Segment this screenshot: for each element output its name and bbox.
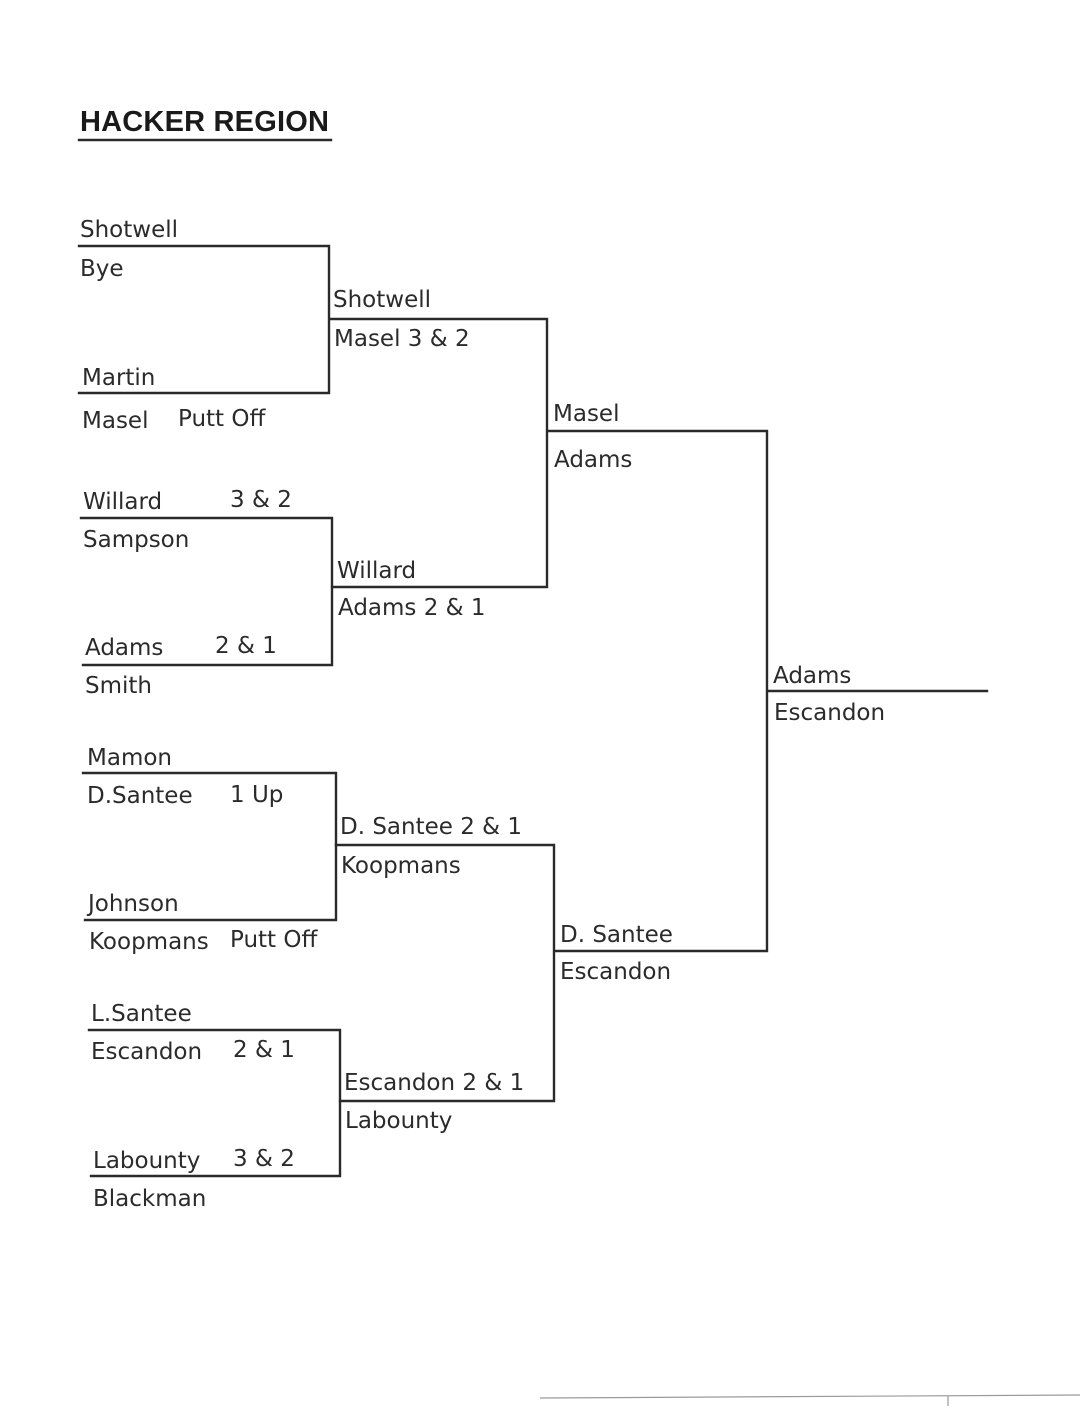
r1-m8-bottom: Blackman xyxy=(93,1186,207,1212)
r1-bracket-2 xyxy=(79,516,334,667)
r1-m3-bottom: Sampson xyxy=(83,527,190,553)
r1-m6-bottom: Koopmans xyxy=(89,929,209,955)
r1-m7-bottom-result: 2 & 1 xyxy=(233,1037,295,1063)
r1-m4-top-result: 2 & 1 xyxy=(215,633,277,659)
r2-bracket-2 xyxy=(334,843,556,1103)
r1-bracket-4 xyxy=(87,1028,342,1178)
r1-m1-top: Shotwell xyxy=(80,217,179,243)
scan-edge-line xyxy=(539,1394,1081,1399)
r2-m3-top: D. Santee 2 & 1 xyxy=(340,814,523,840)
r1-m8-top-result: 3 & 2 xyxy=(233,1146,295,1172)
r2-m3-bottom: Koopmans xyxy=(341,853,461,879)
r2-m1-bottom: Masel 3 & 2 xyxy=(334,326,470,352)
r3-m2-top: D. Santee xyxy=(560,922,673,948)
r1-m5-top: Mamon xyxy=(87,745,172,771)
r1-m8-top: Labounty xyxy=(93,1148,201,1174)
final-bottom: Escandon xyxy=(774,700,886,726)
page-title: HACKER REGION xyxy=(80,106,330,138)
r1-m2-bottom-result: Putt Off xyxy=(178,406,266,432)
r1-m6-top: Johnson xyxy=(88,891,179,917)
r2-m4-top: Escandon 2 & 1 xyxy=(344,1070,525,1096)
r2-bracket-1 xyxy=(328,317,549,589)
r1-m4-bottom: Smith xyxy=(85,673,152,699)
r3-m1-top: Masel xyxy=(553,401,620,427)
r1-bracket-3 xyxy=(81,771,338,922)
r3-bracket xyxy=(546,429,769,953)
final-top: Adams xyxy=(773,663,852,689)
r1-m5-bottom-result: 1 Up xyxy=(230,782,284,808)
r1-m7-top: L.Santee xyxy=(91,1001,192,1027)
r1-m1-bottom: Bye xyxy=(80,256,124,282)
r3-m2-bottom: Escandon xyxy=(560,959,672,985)
r2-m1-top: Shotwell xyxy=(333,287,432,313)
r1-m7-bottom: Escandon xyxy=(91,1039,203,1065)
r1-m4-top: Adams xyxy=(85,635,164,661)
r1-m5-bottom: D.Santee xyxy=(87,783,193,809)
r1-m2-bottom: Masel xyxy=(82,408,149,434)
r1-m3-top: Willard xyxy=(83,489,163,515)
r2-m2-top: Willard xyxy=(337,558,417,584)
r2-m2-bottom: Adams 2 & 1 xyxy=(338,595,486,621)
r3-m1-bottom: Adams xyxy=(554,447,633,473)
r1-m3-top-result: 3 & 2 xyxy=(230,487,292,513)
r1-m2-top: Martin xyxy=(82,365,156,391)
r1-m6-bottom-result: Putt Off xyxy=(230,927,318,953)
r2-m4-bottom: Labounty xyxy=(345,1108,453,1134)
